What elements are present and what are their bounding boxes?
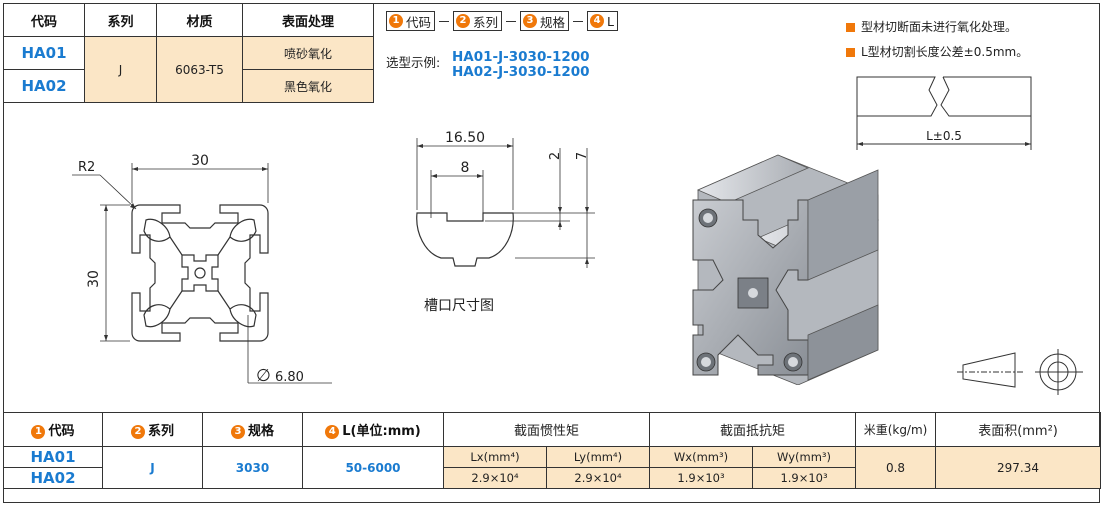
- example-label: 选型示例:: [386, 55, 441, 70]
- row-weight: 0.8: [855, 446, 937, 489]
- bullet-icon: [846, 48, 855, 57]
- val-ly: 2.9×10⁴: [545, 467, 651, 489]
- sub-wy: Wy(mm³): [752, 446, 857, 468]
- example-ha01: HA01-J-3030-1200: [452, 49, 590, 65]
- series-value: J: [84, 36, 157, 103]
- col-resistance: 截面抵抗矩: [649, 412, 857, 447]
- slot-outer-dim: 16.50: [445, 130, 485, 146]
- col-area: 表面积(mm²): [935, 412, 1102, 447]
- material-table: 代码 系列 材质 表面处理 HA01 J 6063-T5 喷砂氧化 HA02 黑…: [3, 3, 374, 103]
- dia-symbol: ∅: [256, 366, 271, 386]
- finish-sandblast: 喷砂氧化: [242, 36, 374, 70]
- material-value: 6063-T5: [156, 36, 243, 103]
- profile-cross-section: 30 30 R2 ∅ 6.80: [72, 153, 332, 386]
- example-values: HA01-J-3030-1200 HA02-J-3030-1200: [452, 50, 590, 80]
- length-tolerance-label: L±0.5: [926, 129, 962, 143]
- radius-dim: R2: [78, 160, 95, 175]
- document-frame: [3, 3, 1100, 503]
- col-inertia: 截面惯性矩: [442, 412, 651, 447]
- row-code-ha02: HA02: [3, 467, 103, 489]
- row-length: 50-6000: [302, 446, 444, 489]
- code-ha01: HA01: [3, 36, 85, 70]
- slot-detail-drawing: 16.50 8 2 7: [416, 130, 595, 268]
- bar-length-drawing: L±0.5: [856, 76, 1032, 150]
- header-finish: 表面处理: [242, 3, 374, 37]
- slot-depth1-dim: 2: [548, 152, 563, 160]
- note-1: 型材切断面未进行氧化处理。: [846, 18, 1017, 35]
- bullet-icon: [846, 23, 855, 32]
- val-wy: 1.9×10³: [752, 467, 857, 489]
- profile-3d-render: [692, 154, 880, 385]
- slot-caption: 槽口尺寸图: [424, 298, 494, 314]
- profile-height-dim: 30: [86, 270, 102, 288]
- sub-lx: Lx(mm⁴): [443, 446, 547, 468]
- row-code-ha01: HA01: [3, 446, 103, 468]
- projection-symbol-icon: [957, 349, 1083, 395]
- val-lx: 2.9×10⁴: [443, 467, 547, 489]
- slot-inner-dim: 8: [461, 160, 470, 176]
- slot-depth2-dim: 7: [575, 152, 590, 160]
- hole-dia-dim: 6.80: [275, 370, 304, 385]
- col-weight: 米重(kg/m): [855, 412, 937, 447]
- header-material: 材质: [156, 3, 243, 37]
- profile-width-dim: 30: [191, 153, 209, 169]
- sub-wx: Wx(mm³): [649, 446, 754, 468]
- finish-black: 黑色氧化: [242, 69, 374, 103]
- sub-ly: Ly(mm⁴): [545, 446, 651, 468]
- row-spec: 3030: [202, 446, 303, 489]
- row-series: J: [102, 446, 203, 489]
- val-wx: 1.9×10³: [649, 467, 754, 489]
- code-ha02: HA02: [3, 69, 85, 103]
- note-2: L型材切割长度公差±0.5mm。: [846, 43, 1028, 60]
- example-ha02: HA02-J-3030-1200: [452, 64, 590, 80]
- row-area: 297.34: [935, 446, 1102, 489]
- header-series: 系列: [84, 3, 157, 37]
- header-code: 代码: [3, 3, 85, 37]
